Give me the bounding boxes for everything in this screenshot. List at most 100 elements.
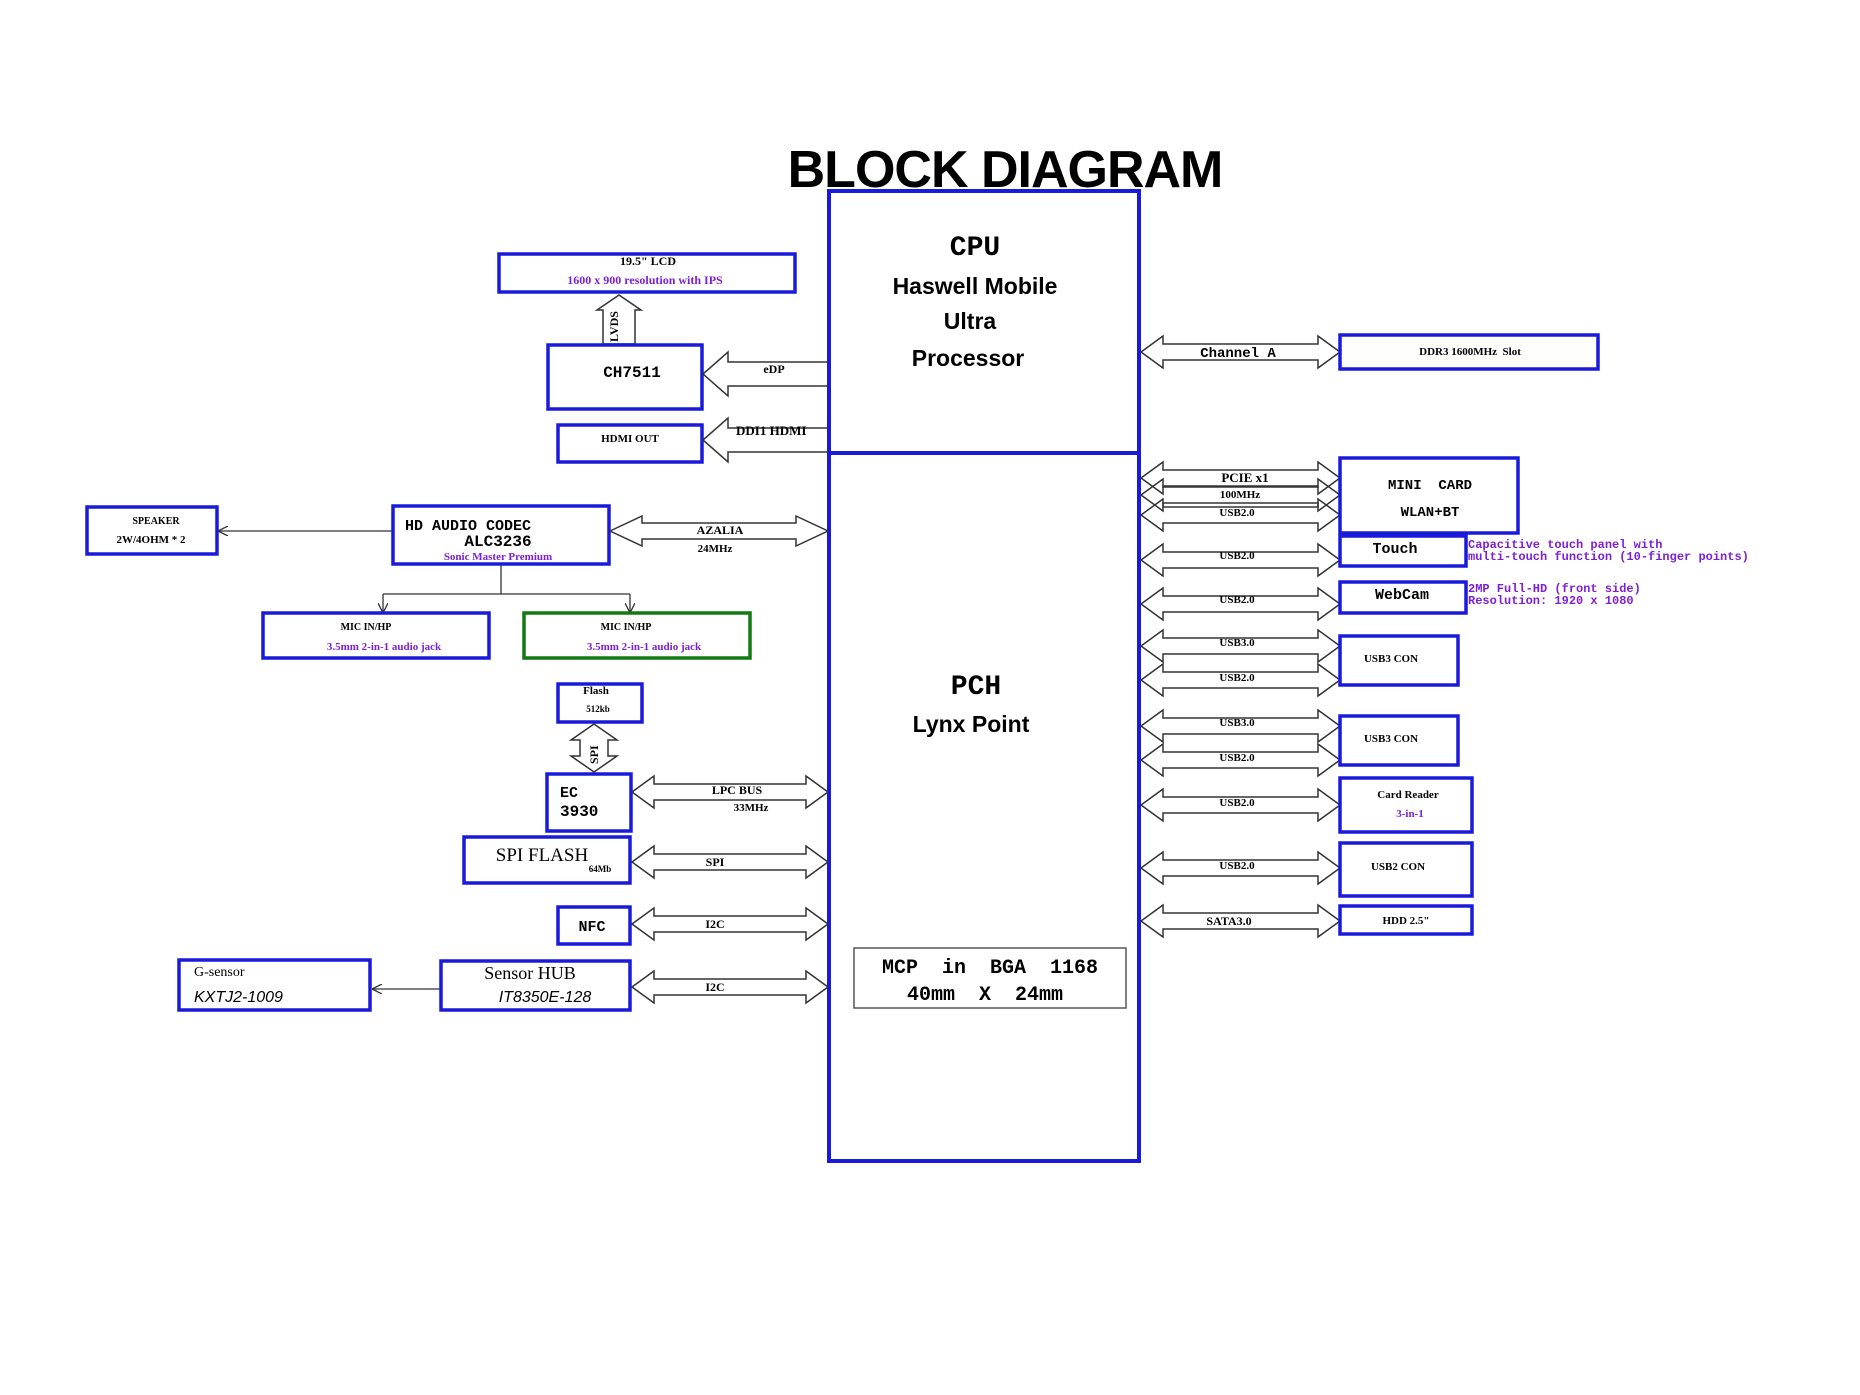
usb3con1-box [1338, 634, 1460, 687]
spi-vertical-label: SPI [587, 745, 601, 764]
pcie-line3: USB2.0 [1219, 507, 1255, 519]
sensor-hub-line2: IT8350E-128 [499, 989, 592, 1006]
lpc-arrow [630, 774, 830, 810]
minicard-line1: MINI CARD [1388, 478, 1472, 494]
codec-line2: ALC3236 [464, 533, 531, 551]
mic1-line1: MIC IN/HP [341, 622, 392, 633]
usb3con1-bus2-label: USB2.0 [1219, 672, 1255, 684]
pch-label: PCH [951, 672, 1001, 703]
spi-bus-label: SPI [706, 855, 725, 869]
cpu-label: CPU [950, 233, 1000, 264]
azalia-arrow [608, 514, 830, 548]
mic2-line2: 3.5mm 2-in-1 audio jack [587, 641, 702, 653]
gsensor-box [177, 958, 372, 1012]
hub-bus-arrow [630, 969, 830, 1005]
cpu-line3: Processor [912, 345, 1025, 371]
mic1-line2: 3.5mm 2-in-1 audio jack [327, 641, 442, 653]
webcam-note-line2: Resolution: 1920 x 1080 [1468, 594, 1634, 608]
lvds-label: LVDS [607, 311, 621, 342]
cardreader-box [1338, 776, 1474, 834]
pcie-line1: PCIE x1 [1221, 470, 1268, 485]
usb3con2-bus1-label: USB3.0 [1219, 717, 1255, 729]
usb2con-label: USB2 CON [1371, 861, 1425, 873]
usb3con2-bus2-label: USB2.0 [1219, 752, 1255, 764]
mcp-box [853, 947, 1127, 1009]
lpc-line1: LPC BUS [712, 783, 763, 797]
mic1-box [261, 611, 491, 660]
webcam-label: WebCam [1375, 587, 1429, 604]
ec-line1: EC [560, 785, 578, 802]
usb2con-bus-label: USB2.0 [1219, 860, 1255, 872]
cardreader-line2: 3-in-1 [1396, 808, 1424, 820]
lcd-box [497, 252, 797, 294]
pcie-line2: 100MHz [1220, 489, 1260, 501]
touch-box [1338, 534, 1468, 568]
codec-line1: HD AUDIO CODEC [405, 518, 531, 535]
flash-line2: 512kb [586, 704, 610, 714]
ddi1-label: DDI1 HDMI [736, 423, 806, 438]
touch-note-line1: Capacitive touch panel with [1468, 538, 1662, 552]
nfc-box [556, 905, 632, 946]
webcam-bus-label: USB2.0 [1219, 594, 1255, 606]
ec-box [545, 772, 633, 833]
nfc-bus-label: I2C [705, 917, 724, 931]
touch-bus-label: USB2.0 [1219, 550, 1255, 562]
hdmi-out-label: HDMI OUT [601, 433, 659, 445]
channel-a-label: Channel A [1200, 346, 1276, 362]
cpu-line1: Haswell Mobile [893, 273, 1058, 299]
ec-line2: 3930 [560, 803, 598, 821]
hdd-label: HDD 2.5" [1382, 915, 1429, 927]
spi-flash-line1: SPI FLASH [496, 845, 589, 866]
ch7511-box [546, 343, 704, 411]
cardreader-bus-label: USB2.0 [1219, 797, 1255, 809]
gsensor-line1: G-sensor [194, 965, 245, 980]
mcp-line2: 40mm X 24mm [907, 984, 1063, 1007]
ch7511-label: CH7511 [603, 364, 661, 382]
usb3con1-bus1-label: USB3.0 [1219, 637, 1255, 649]
flash-line1: Flash [583, 685, 609, 697]
hub-bus-label: I2C [705, 980, 724, 994]
ddr3-box [1338, 333, 1600, 371]
speaker-line2: 2W/4OHM * 2 [116, 534, 186, 546]
hdmi-out-box [556, 423, 704, 464]
codec-box [391, 504, 611, 566]
azalia-line2: 24MHz [698, 543, 733, 555]
sensor-hub-box [439, 959, 632, 1012]
touch-note-line2: multi-touch function (10-finger points) [1468, 550, 1749, 564]
lvds-arrow [594, 294, 644, 345]
hdd-bus-label: SATA3.0 [1206, 914, 1251, 928]
edp-label: eDP [763, 362, 784, 376]
minicard-line2: WLAN+BT [1401, 505, 1460, 521]
usb3con2-box [1338, 714, 1460, 767]
mcp-line1: MCP in BGA 1168 [882, 957, 1098, 980]
speaker-box [85, 505, 219, 556]
cardreader-line1: Card Reader [1377, 789, 1439, 801]
pch-block [827, 451, 1141, 1163]
minicard-box [1338, 456, 1520, 535]
nfc-bus-arrow [630, 906, 830, 942]
spi-vertical-arrow [568, 723, 620, 773]
ddi1-arrow [701, 416, 828, 464]
spi-flash-line2: 64Mb [589, 864, 612, 874]
lcd-line2: 1600 x 900 resolution with IPS [567, 273, 723, 287]
lpc-line2: 33MHz [734, 802, 769, 814]
lcd-line1: 19.5" LCD [620, 254, 676, 268]
nfc-label: NFC [578, 919, 605, 936]
usb2con-box [1338, 841, 1474, 898]
sensor-hub-line1: Sensor HUB [484, 963, 576, 983]
spi-bus-arrow [630, 844, 830, 880]
usb3con2-label: USB3 CON [1364, 733, 1418, 745]
mic2-box [522, 611, 752, 660]
webcam-box [1338, 580, 1468, 615]
mic2-line1: MIC IN/HP [601, 622, 652, 633]
usb3con1-label: USB3 CON [1364, 653, 1418, 665]
spi-flash-box [462, 835, 632, 885]
ddr3-label: DDR3 1600MHz Slot [1419, 346, 1521, 358]
flash-box [556, 682, 644, 724]
hdd-box [1338, 904, 1474, 936]
webcam-note-line1: 2MP Full-HD (front side) [1468, 582, 1641, 596]
gsensor-line2: KXTJ2-1009 [194, 989, 283, 1006]
speaker-line1: SPEAKER [132, 516, 180, 527]
touch-label: Touch [1372, 541, 1417, 558]
